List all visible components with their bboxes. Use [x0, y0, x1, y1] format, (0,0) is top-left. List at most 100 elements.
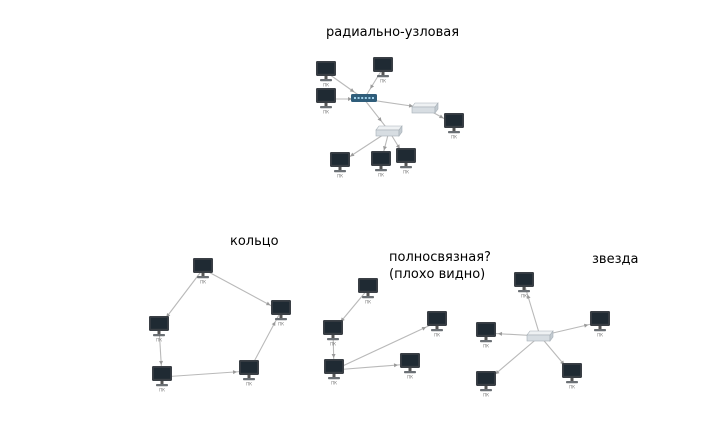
- pc-label: ПК: [483, 393, 489, 398]
- pc-label: ПК: [403, 170, 409, 175]
- monitor-screen: [397, 149, 415, 161]
- pc-label: ПК: [200, 280, 206, 285]
- switch-port: [361, 97, 364, 99]
- link-m4-m3: [333, 321, 438, 371]
- monitor-stand: [408, 368, 412, 371]
- pc-s4: ПК: [476, 371, 496, 398]
- keyboard-icon: [448, 131, 460, 134]
- pc-s5: ПК: [562, 363, 582, 390]
- pc-g5: ПК: [239, 360, 259, 387]
- keyboard-icon: [334, 170, 346, 173]
- link-arrowhead: [395, 144, 400, 149]
- pc-label: ПК: [451, 135, 457, 140]
- keyboard-icon: [480, 340, 492, 343]
- link-arrowhead: [583, 323, 589, 328]
- pc-label: ПК: [246, 382, 252, 387]
- monitor-stand: [366, 293, 370, 296]
- monitor-stand: [484, 337, 488, 340]
- monitor-stand: [404, 163, 408, 166]
- monitor-screen: [563, 364, 581, 376]
- caption-radial-nodal: радиально-узловая: [326, 25, 460, 40]
- keyboard-icon: [431, 329, 443, 332]
- monitor-stand: [484, 386, 488, 389]
- monitor-stand: [332, 374, 336, 377]
- link-sw1-sw3: [363, 98, 390, 132]
- pc-r1: ПК: [316, 61, 336, 88]
- monitor-screen: [359, 279, 377, 291]
- switch-port: [368, 97, 371, 99]
- link-arrowhead: [393, 363, 399, 368]
- switch-icon: [351, 94, 377, 102]
- pc-label: ПК: [337, 174, 343, 179]
- pc-r5: ПК: [330, 152, 350, 179]
- monitor-stand: [379, 166, 383, 169]
- switch-icon: [411, 106, 436, 114]
- monitor-stand: [279, 315, 283, 318]
- link-arrowhead: [526, 294, 531, 299]
- link-arrowhead: [265, 301, 271, 306]
- keyboard-icon: [480, 389, 492, 392]
- monitor-stand: [160, 381, 164, 384]
- monitor-screen: [477, 372, 495, 384]
- monitor-stand: [338, 167, 342, 170]
- caption-full-mesh-line2: (плохо видно): [389, 267, 486, 282]
- monitor-stand: [452, 128, 456, 131]
- link-arrowhead: [331, 353, 336, 359]
- switch-sw1: [351, 94, 377, 102]
- monitor-screen: [272, 301, 290, 313]
- monitor-stand: [522, 287, 526, 290]
- keyboard-icon: [153, 334, 165, 337]
- monitor-screen: [331, 153, 349, 165]
- keyboard-icon: [327, 338, 339, 341]
- keyboard-icon: [320, 79, 332, 82]
- pc-label: ПК: [159, 388, 165, 393]
- pc-r2: ПК: [373, 57, 393, 84]
- link-arrowhead: [497, 331, 503, 336]
- caption-star: звезда: [592, 252, 639, 267]
- keyboard-icon: [375, 169, 387, 172]
- switch-port: [354, 97, 356, 99]
- link-arrowhead: [350, 152, 355, 157]
- monitor-screen: [150, 317, 168, 329]
- pc-m1: ПК: [358, 278, 378, 305]
- keyboard-icon: [400, 166, 412, 169]
- pc-m2: ПК: [323, 320, 343, 347]
- link-arrowhead: [377, 117, 382, 122]
- switch-sw2: [411, 102, 439, 114]
- monitor-stand: [324, 76, 328, 79]
- link-arrowhead: [421, 326, 427, 331]
- monitor-stand: [247, 375, 251, 378]
- pc-label: ПК: [365, 300, 371, 305]
- keyboard-icon: [243, 378, 255, 381]
- switch-icon: [526, 334, 551, 342]
- pc-label: ПК: [597, 333, 603, 338]
- keyboard-icon: [275, 318, 287, 321]
- switch-top: [411, 102, 439, 108]
- caption-full-mesh: полносвязная? (плохо видно): [389, 249, 491, 283]
- keyboard-icon: [197, 276, 209, 279]
- switch-port: [372, 97, 374, 99]
- monitor-stand: [598, 326, 602, 329]
- link-arrowhead: [408, 103, 414, 108]
- pc-g2: ПК: [271, 300, 291, 327]
- monitor-screen: [401, 354, 419, 366]
- monitor-stand: [570, 378, 574, 381]
- link-arrowhead: [159, 360, 164, 366]
- keyboard-icon: [362, 296, 374, 299]
- link-arrowhead: [348, 97, 352, 101]
- keyboard-icon: [320, 106, 332, 109]
- switch-sw3: [375, 125, 403, 137]
- switch-side: [434, 102, 439, 114]
- pc-g1: ПК: [193, 258, 213, 285]
- switch-icon: [375, 129, 400, 137]
- pc-label: ПК: [407, 375, 413, 380]
- monitor-screen: [515, 273, 533, 285]
- pc-s3: ПК: [590, 311, 610, 338]
- switch-side: [398, 125, 403, 137]
- switch-sc: [526, 330, 554, 342]
- pc-r6: ПК: [371, 151, 391, 178]
- monitor-screen: [317, 62, 335, 74]
- caption-full-mesh-line1: полносвязная?: [389, 250, 491, 265]
- switch-port: [364, 97, 367, 99]
- link-r2-sw1: [363, 67, 384, 100]
